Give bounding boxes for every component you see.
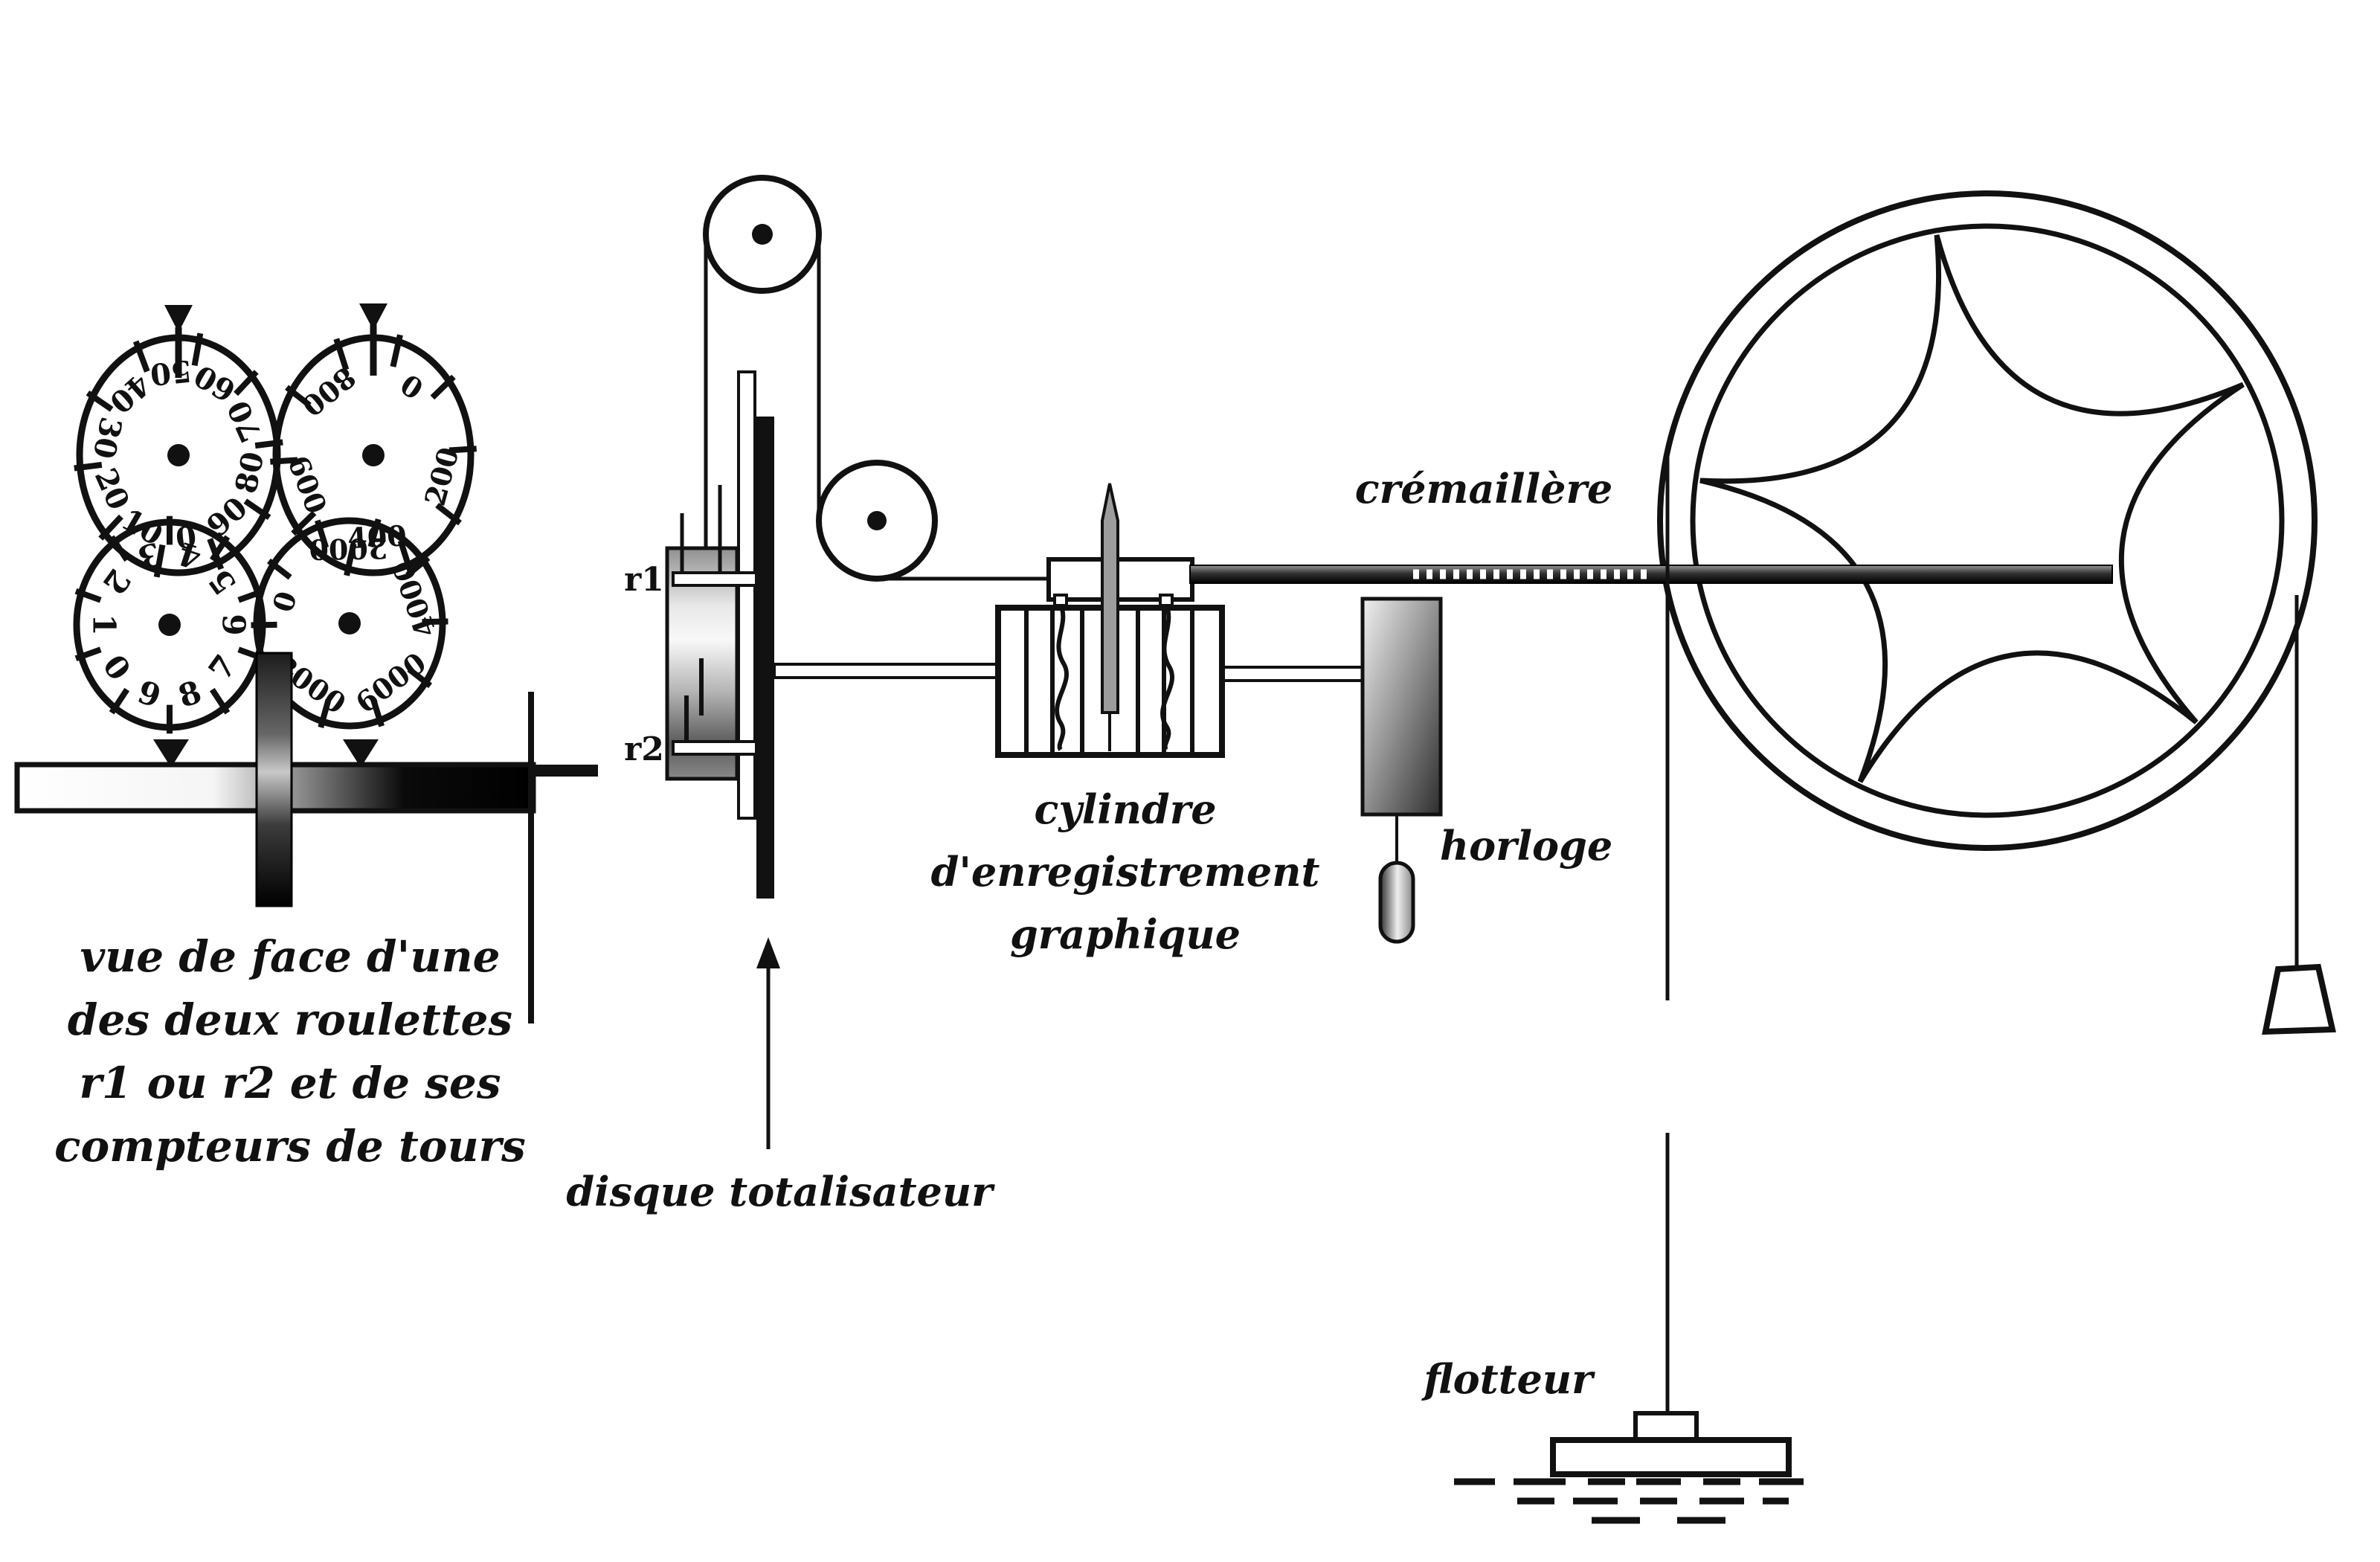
dial-tick (407, 666, 432, 689)
dial-number-tens: 80 (228, 449, 271, 496)
dial-tick (333, 338, 350, 371)
dial-number-units: 1 (86, 614, 123, 635)
label-disque-totalisateur: disque totalisateur (566, 1168, 993, 1215)
label-flotteur: flotteur (1424, 1355, 1593, 1403)
dial-number-thousands: 0 (266, 588, 303, 616)
dial-tick (370, 698, 385, 727)
dial-number-hundreds: 400 (347, 518, 408, 555)
caption-line: des deux roulettes (67, 994, 513, 1045)
roller-r2 (672, 740, 758, 756)
dial-number-units: 0 (95, 648, 138, 687)
pen-carriage (1046, 557, 1194, 602)
dial-tick (209, 535, 231, 562)
dial-tick (397, 539, 414, 573)
dial-number-thousands: 6000 (350, 646, 433, 720)
dial-hundreds (272, 334, 475, 576)
dial-number-units: 7 (202, 648, 244, 687)
pointer-triangle-icon (164, 305, 193, 332)
label-cylindre: d'enregistrement (930, 848, 1320, 896)
dial-tick (209, 687, 231, 715)
dial-tick (318, 698, 332, 728)
dial-number-units: 9 (133, 673, 165, 715)
dial-number-units: 2 (95, 562, 138, 601)
dial-tick (435, 502, 462, 526)
pulley-system (703, 175, 1051, 582)
dial-pivot-icon (343, 739, 379, 768)
dial-tick (234, 370, 259, 396)
wheel-spokes (1699, 234, 2245, 783)
recorded-trace (1160, 602, 1175, 751)
recorded-trace (1055, 602, 1070, 751)
roller-r1 (672, 571, 758, 587)
dial-number-thousands: 4000 (385, 556, 443, 642)
dial-tick (153, 544, 166, 578)
dial-tick (422, 618, 448, 626)
float-assembly (1454, 1411, 1804, 1524)
dial-number-thousands: 2000 (309, 532, 388, 567)
disque-totalisateur-bar (756, 417, 774, 899)
dial-tick (74, 588, 102, 603)
dial-tick (191, 332, 204, 367)
label-cremaillere: crémaillère (1354, 465, 1613, 512)
dial-tick (430, 374, 456, 400)
dial-tick (405, 555, 431, 578)
dial-number-hundreds: 0 (394, 367, 429, 406)
dial-number-units: 8 (174, 673, 206, 715)
dial-tick (270, 457, 298, 465)
clock-body (1360, 597, 1443, 817)
dial-tick (109, 687, 130, 715)
label-r1: r1 (624, 561, 664, 599)
label-cylindre: graphique (1009, 910, 1241, 958)
spoked-wheel (1657, 190, 2318, 851)
dial-tick (291, 510, 317, 536)
dial-number-tens: 50 (149, 353, 193, 392)
water-surface (1454, 1478, 1804, 1524)
dial-pivot-icon (153, 739, 189, 768)
dial-tick (251, 621, 277, 629)
dial-tick (109, 535, 130, 562)
clock-assembly (1360, 597, 1443, 944)
dial-tick (74, 646, 102, 661)
caption-line: r1 ou r2 et de ses (79, 1058, 501, 1108)
clock-weight (1378, 861, 1415, 944)
axle-left (773, 663, 1000, 679)
dial-tick (243, 498, 271, 521)
dial-tick (267, 558, 292, 580)
axle-right (1220, 666, 1365, 682)
dial-tick (285, 385, 312, 408)
dial-tick (237, 588, 265, 603)
dial-tick (132, 340, 150, 373)
label-cylindre: cylindre (1034, 785, 1217, 833)
dial-number-tens: 0 (174, 520, 199, 557)
counterweight (2262, 963, 2336, 1035)
pointer-triangle-icon (359, 303, 387, 330)
dial-tick (74, 461, 103, 472)
dial-number-hundreds: 200 (418, 443, 466, 509)
label-horloge: horloge (1439, 822, 1613, 870)
dial-tick (448, 446, 477, 454)
dial-tick (98, 514, 123, 541)
dial-number-units: 3 (133, 535, 165, 576)
rack-cremaillere (1189, 565, 2113, 584)
arrow-up-icon (756, 937, 780, 968)
recording-cylinder (995, 483, 1225, 758)
roulette-edge-post (255, 652, 293, 907)
label-r2: r2 (624, 730, 664, 768)
dial-number-tens: 30 (86, 414, 129, 462)
stylus-blade (1101, 483, 1119, 714)
dial-tick (344, 543, 357, 576)
dial-tick (390, 334, 403, 367)
totaliser-mechanism (665, 370, 780, 1149)
dial-number-units: 6 (217, 614, 254, 635)
dial-tick (86, 390, 114, 412)
dial-tick (315, 519, 329, 549)
dial-tick (254, 439, 283, 449)
caption-line: vue de face d'une (80, 931, 501, 982)
dial-tick (367, 518, 382, 548)
caption-line: compteurs de tours (54, 1121, 526, 1172)
